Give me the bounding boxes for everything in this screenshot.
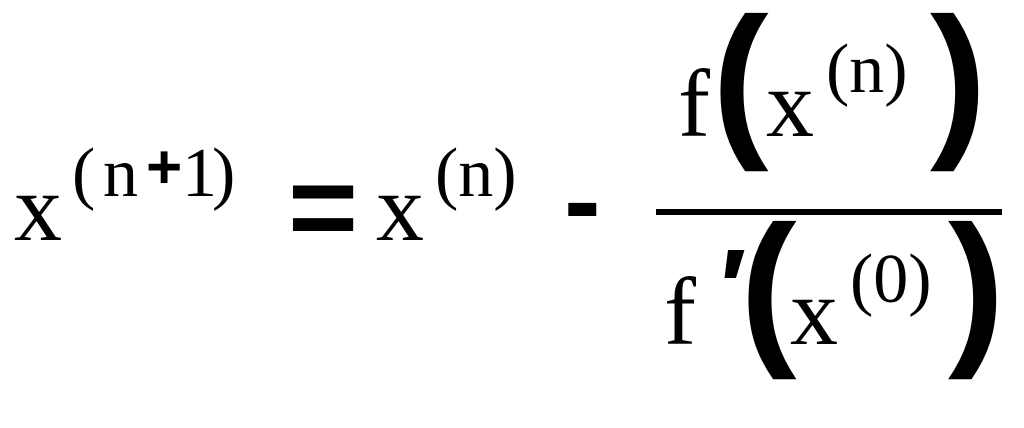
current-term: x (n) [376, 135, 517, 261]
lhs-sup-plus: + [146, 133, 182, 202]
minus-sign: - [564, 139, 601, 262]
equals-sign: = [288, 140, 358, 274]
numerator-arg-superscript: (n) [826, 31, 908, 108]
lhs-sup-close-paren: ) [212, 135, 235, 212]
denominator-func: f [664, 258, 696, 365]
lhs-base: x [14, 154, 62, 261]
lhs: x ( n + 1 ) [14, 133, 235, 261]
numerator-func: f [678, 50, 710, 157]
denominator-open-paren: ( [740, 191, 797, 381]
numerator-open-paren: ( [712, 0, 769, 173]
fraction: f ( x (n) ) f ′ ( x (0) ) [656, 0, 1005, 381]
term-superscript: (n) [435, 135, 517, 212]
numerator: f ( x (n) ) [678, 0, 987, 173]
term-base: x [376, 154, 424, 261]
denominator: f ′ ( x (0) ) [664, 191, 1005, 381]
numerator-arg-base: x [766, 50, 814, 157]
denominator-arg-superscript: (0) [850, 241, 932, 318]
fraction-bar [656, 209, 1002, 215]
denominator-arg-base: x [790, 258, 838, 365]
denominator-prime: ′ [720, 227, 746, 350]
lhs-sup-variable: n [103, 135, 138, 212]
lhs-sup-number: 1 [182, 135, 217, 212]
numerator-close-paren: ) [930, 0, 987, 173]
lhs-sup-open-paren: ( [72, 135, 95, 212]
denominator-close-paren: ) [948, 191, 1005, 381]
